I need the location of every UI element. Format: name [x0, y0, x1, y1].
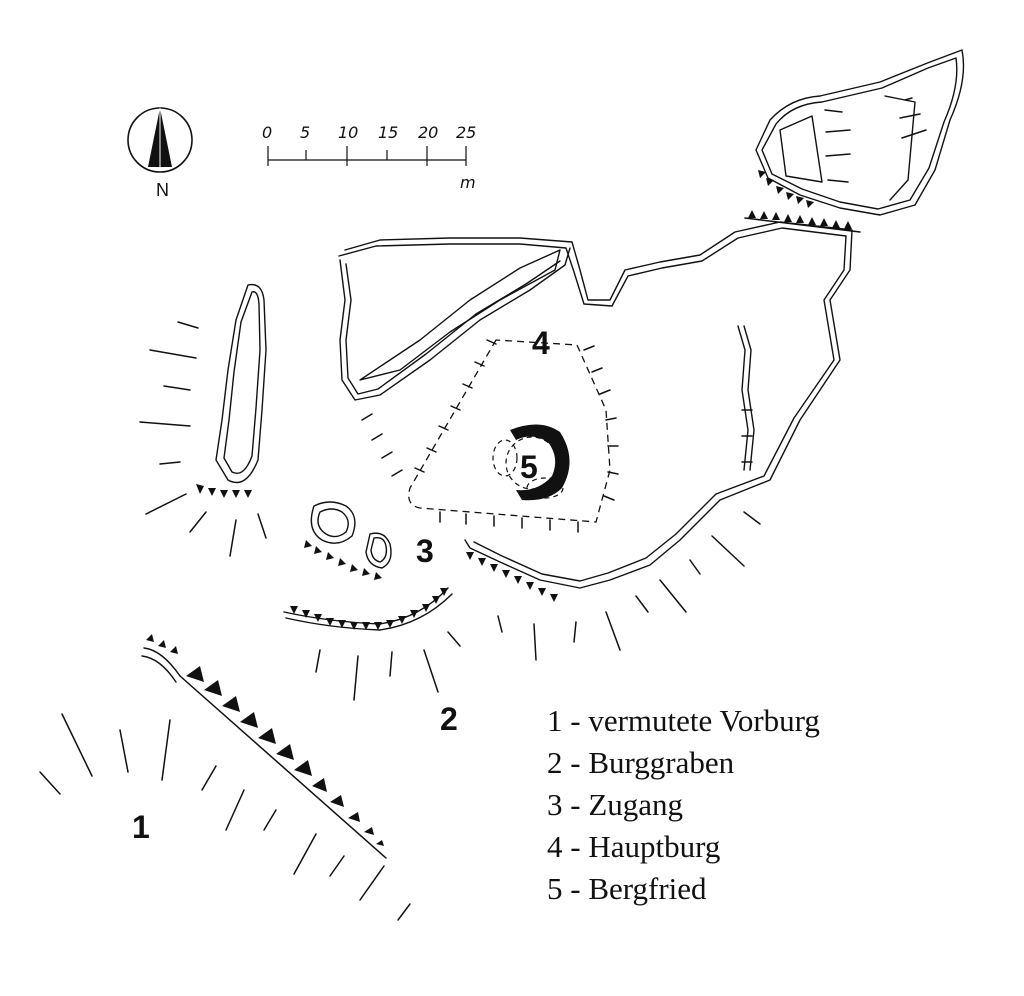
- outer-bailey-scarp: [39, 634, 411, 921]
- legend-item-3: 3 - Zugang: [547, 787, 684, 822]
- north-label: N: [156, 180, 169, 200]
- area-label-1: 1: [132, 809, 150, 845]
- south-scarp: [466, 511, 761, 661]
- keep-tower: [492, 424, 570, 501]
- scale-unit: m: [460, 173, 476, 192]
- scale-tick-5: 5: [300, 123, 310, 142]
- area-label-3: 3: [416, 533, 434, 569]
- scale-bar: 0 5 10 15 20 25 m: [262, 123, 476, 192]
- north-arrow: N: [127, 107, 193, 200]
- scale-tick-10: 10: [338, 123, 358, 142]
- scale-tick-20: 20: [418, 123, 438, 142]
- legend-item-4: 4 - Hauptburg: [547, 829, 721, 864]
- inner-court: [361, 339, 753, 533]
- ditch: [283, 587, 461, 701]
- area-label-5: 5: [520, 449, 538, 485]
- entrance-rocks: [304, 501, 392, 580]
- legend: 1 - vermutete Vorburg 2 - Burggraben 3 -…: [547, 700, 820, 910]
- west-ridge: [139, 283, 267, 557]
- main-castle-outline: [338, 221, 853, 589]
- legend-item-2: 2 - Burggraben: [547, 745, 735, 780]
- rock-outcrop-northeast: [755, 49, 965, 216]
- scale-tick-15: 15: [378, 123, 398, 142]
- scale-tick-25: 25: [456, 123, 476, 142]
- legend-item-5: 5 - Bergfried: [547, 871, 707, 906]
- area-label-2: 2: [440, 701, 458, 737]
- scale-tick-0: 0: [262, 123, 272, 142]
- area-label-4: 4: [532, 325, 550, 361]
- legend-item-1: 1 - vermutete Vorburg: [547, 703, 820, 738]
